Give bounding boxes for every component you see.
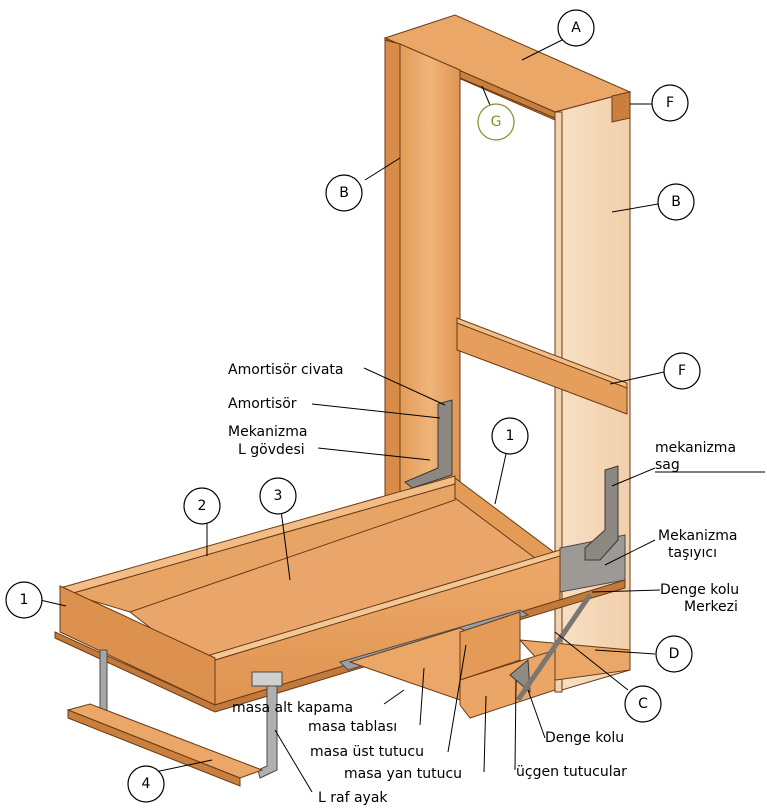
mechanism-right-bracket — [584, 465, 619, 561]
callout-D: D — [655, 635, 693, 673]
label-table-top: masa tablası — [308, 719, 397, 735]
label-mechanism-right-2: sag — [655, 457, 680, 473]
back-panel-edge — [459, 77, 556, 119]
svg-text:B: B — [339, 185, 349, 201]
label-mechanism-l-1: Mekanizma — [228, 424, 307, 440]
label-table-under-cover: masa alt kapama — [232, 700, 353, 716]
top-cleat — [611, 91, 631, 123]
label-l-shelf-leg: L raf ayak — [318, 790, 388, 806]
svg-text:G: G — [491, 114, 502, 130]
callout-F-top: F — [651, 84, 689, 122]
label-mechanism-l-2: L gövdesi — [238, 442, 305, 458]
l-leg-bracket — [251, 671, 283, 687]
bed-bottom-plate — [54, 579, 626, 713]
bed-far-side — [68, 483, 456, 613]
callout-C: C — [624, 685, 662, 723]
leader-lines — [39, 39, 765, 793]
label-triangle-holders: üçgen tutucular — [516, 764, 627, 780]
label-damper-bolt: Amortisör civata — [228, 362, 344, 378]
svg-text:C: C — [638, 696, 648, 712]
callout-F-mid: F — [663, 352, 701, 390]
label-table-side-holder: masa yan tutucu — [344, 766, 462, 782]
label-mechanism-carrier-2: taşıyıcı — [668, 545, 717, 561]
callout-G: G — [477, 103, 515, 141]
callout-1-right: 1 — [491, 417, 529, 455]
svg-text:F: F — [666, 95, 674, 111]
svg-text:1: 1 — [506, 428, 515, 444]
callout-A: A — [557, 9, 595, 47]
balance-arm — [515, 593, 593, 702]
svg-text:F: F — [678, 363, 686, 379]
label-damper: Amortisör — [228, 396, 297, 412]
callout-B-right: B — [657, 183, 695, 221]
callout-2: 2 — [183, 487, 221, 525]
svg-text:B: B — [671, 194, 681, 210]
label-balance-arm: Denge kolu — [545, 730, 624, 746]
label-mechanism-carrier-1: Mekanizma — [658, 528, 737, 544]
callout-1-left: 1 — [5, 581, 43, 619]
label-table-upper-holder: masa üst tutucu — [310, 744, 424, 760]
table-upper-holder — [459, 611, 521, 681]
callout-B-left: B — [325, 174, 363, 212]
svg-text:3: 3 — [274, 488, 283, 504]
left-leg-bar — [99, 649, 108, 711]
label-balance-center-1: Denge kolu — [660, 582, 739, 598]
svg-text:1: 1 — [20, 592, 29, 608]
svg-text:A: A — [571, 20, 581, 36]
label-balance-center-2: Merkezi — [684, 599, 738, 615]
damper — [404, 399, 453, 489]
svg-text:4: 4 — [142, 776, 151, 792]
callout-4: 4 — [127, 765, 165, 803]
right-side-panel-edge — [554, 111, 563, 693]
middle-rail-top — [456, 317, 628, 389]
triangle-holder — [509, 658, 531, 694]
shelf-edge — [67, 709, 241, 787]
table-side-holder — [459, 649, 556, 719]
svg-text:D: D — [669, 646, 680, 662]
svg-text:2: 2 — [198, 498, 207, 514]
label-mechanism-right-1: mekanizma — [655, 440, 736, 456]
left-side-panel-front — [384, 39, 401, 521]
callout-3: 3 — [259, 477, 297, 515]
